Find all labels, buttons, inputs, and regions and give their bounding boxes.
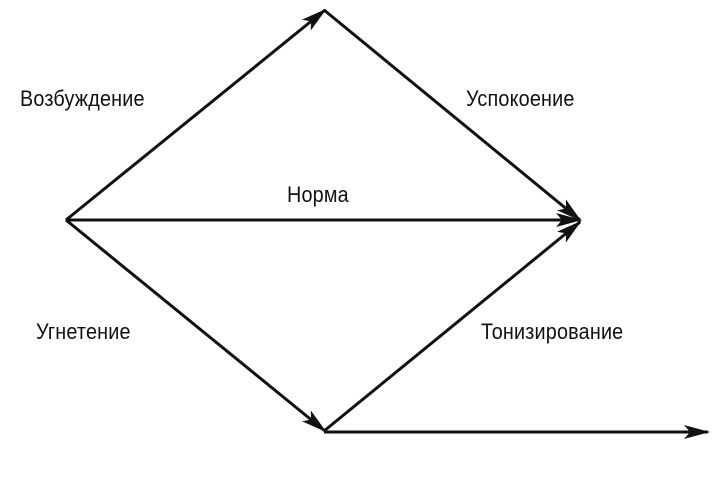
label-calming: Успокоение (466, 86, 575, 111)
arrow-depression (65, 218, 327, 433)
label-toning: Тонизирование (481, 319, 624, 344)
label-depression: Угнетение (36, 319, 131, 344)
arrow-calming (323, 8, 582, 222)
arrow-toning (323, 220, 582, 433)
label-excitation: Возбуждение (20, 86, 145, 111)
arrow-excitation (65, 8, 327, 222)
label-norm: Норма (287, 182, 349, 207)
